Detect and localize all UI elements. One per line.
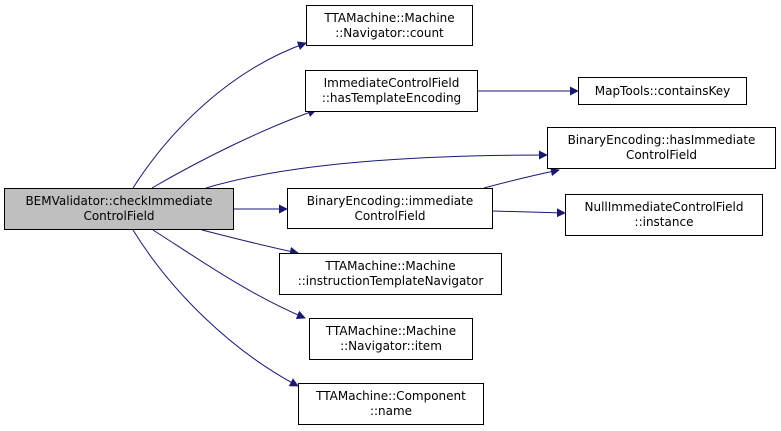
node-label-line2: ::name: [369, 404, 413, 418]
edge-root-to-itn: [201, 229, 299, 256]
node-instruction-template-navigator[interactable]: TTAMachine::Machine ::instructionTemplat…: [279, 253, 502, 295]
node-label-line1: TTAMachine::Component: [316, 389, 466, 403]
node-bemvalidator-check-immediate-control-field: BEMValidator::checkImmediate ControlFiel…: [4, 188, 234, 230]
node-label-line2: ControlField: [83, 209, 155, 223]
edge-root-to-bhicf: [205, 150, 548, 189]
node-navigator-item[interactable]: TTAMachine::Machine ::Navigator::item: [309, 318, 473, 360]
node-has-template-encoding[interactable]: ImmediateControlField ::hasTemplateEncod…: [305, 70, 478, 112]
edge-root-to-count: [132, 41, 307, 189]
edge-root-to-item: [152, 229, 306, 320]
node-label-line1: MapTools::containsKey: [594, 83, 731, 98]
node-label-line2: ::hasTemplateEncoding: [321, 91, 462, 105]
node-maptools-contains-key[interactable]: MapTools::containsKey: [578, 77, 747, 105]
edge-bicf-to-nicf: [492, 208, 566, 218]
node-label-line1: BinaryEncoding::hasImmediate: [567, 133, 756, 147]
node-label-line2: ControlField: [354, 208, 426, 223]
edge-root-to-name: [132, 229, 299, 387]
node-label-line1: BinaryEncoding::immediate: [306, 193, 474, 208]
node-label-line1: ImmediateControlField: [323, 76, 460, 90]
node-null-immediate-control-field-instance[interactable]: NullImmediateControlField ::instance: [565, 194, 763, 236]
node-label-line1: NullImmediateControlField: [584, 200, 744, 214]
node-immediate-control-field[interactable]: BinaryEncoding::immediate ControlField: [287, 188, 493, 229]
node-label-line2: ::instance: [634, 215, 694, 229]
node-label-line1: TTAMachine::Machine: [324, 10, 455, 25]
node-label-line2: ::Navigator::item: [340, 339, 442, 353]
edge-bicf-to-bhicf: [483, 167, 560, 189]
node-has-immediate-control-field[interactable]: BinaryEncoding::hasImmediate ControlFiel…: [547, 127, 776, 169]
node-label-line1: TTAMachine::Machine: [325, 259, 456, 273]
node-navigator-count[interactable]: TTAMachine::Machine ::Navigator::count: [306, 5, 473, 46]
node-component-name[interactable]: TTAMachine::Component ::name: [298, 383, 484, 425]
node-label-line1: BEMValidator::checkImmediate: [25, 194, 213, 208]
edge-root-to-hte: [151, 108, 317, 189]
node-label-line2: ::instructionTemplateNavigator: [297, 274, 484, 288]
node-label-line2: ControlField: [625, 148, 698, 162]
node-label-line1: TTAMachine::Machine: [325, 324, 457, 338]
node-label-line2: ::Navigator::count: [335, 25, 444, 40]
